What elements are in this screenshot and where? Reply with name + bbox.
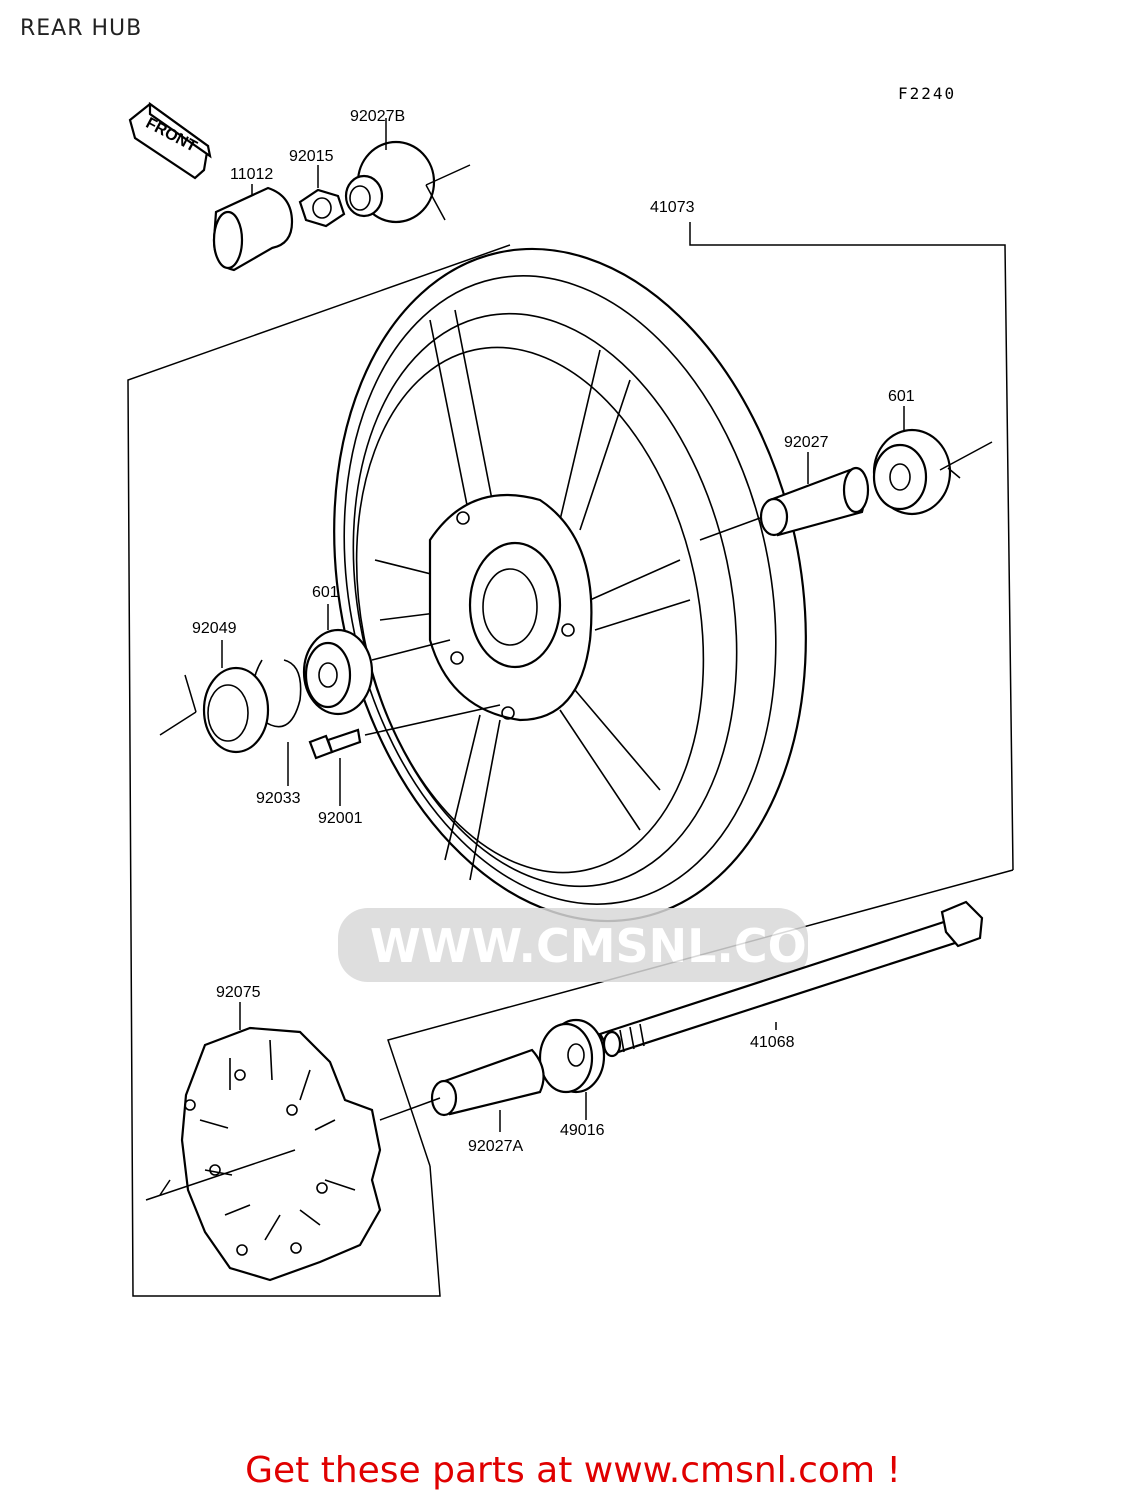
nut-92015: [298, 188, 346, 228]
bolt-92001: [308, 728, 362, 760]
bearing-601-left: [302, 628, 374, 716]
axle-41068: [598, 900, 984, 1058]
label-49016: 49016: [560, 1122, 605, 1139]
bearing-601-right: [872, 428, 952, 516]
label-92027B: 92027B: [350, 108, 405, 125]
label-92027: 92027: [784, 434, 829, 451]
label-41068: 41068: [750, 1034, 795, 1051]
label-92027A: 92027A: [468, 1138, 523, 1155]
seal-92049: [202, 666, 270, 754]
collar-92027: [759, 466, 870, 537]
footer-parts-link[interactable]: Get these parts at www.cmsnl.com !: [245, 1450, 901, 1491]
label-92001: 92001: [318, 810, 363, 827]
collar-92027B: [344, 140, 436, 224]
label-92049: 92049: [192, 620, 237, 637]
front-arrow-icon: FRONT: [128, 101, 212, 180]
watermark-logo: WWW.CMSNL.COM: [338, 908, 853, 982]
label-41073: 41073: [650, 199, 695, 216]
label-92033: 92033: [256, 790, 301, 807]
label-92015: 92015: [289, 148, 334, 165]
spacer-49016: [538, 1018, 606, 1094]
label-92075: 92075: [216, 984, 261, 1001]
label-601-right: 601: [888, 388, 915, 405]
page-title: REAR HUB: [20, 16, 143, 41]
cap-11012: [212, 186, 294, 272]
diagram-ref-code: F2240: [898, 84, 956, 103]
label-11012: 11012: [230, 166, 273, 183]
label-601-left: 601: [312, 584, 339, 601]
watermark-text: WWW.CMSNL.COM: [370, 919, 853, 973]
collar-92027A: [430, 1048, 545, 1117]
wheel-41073: [333, 247, 807, 923]
